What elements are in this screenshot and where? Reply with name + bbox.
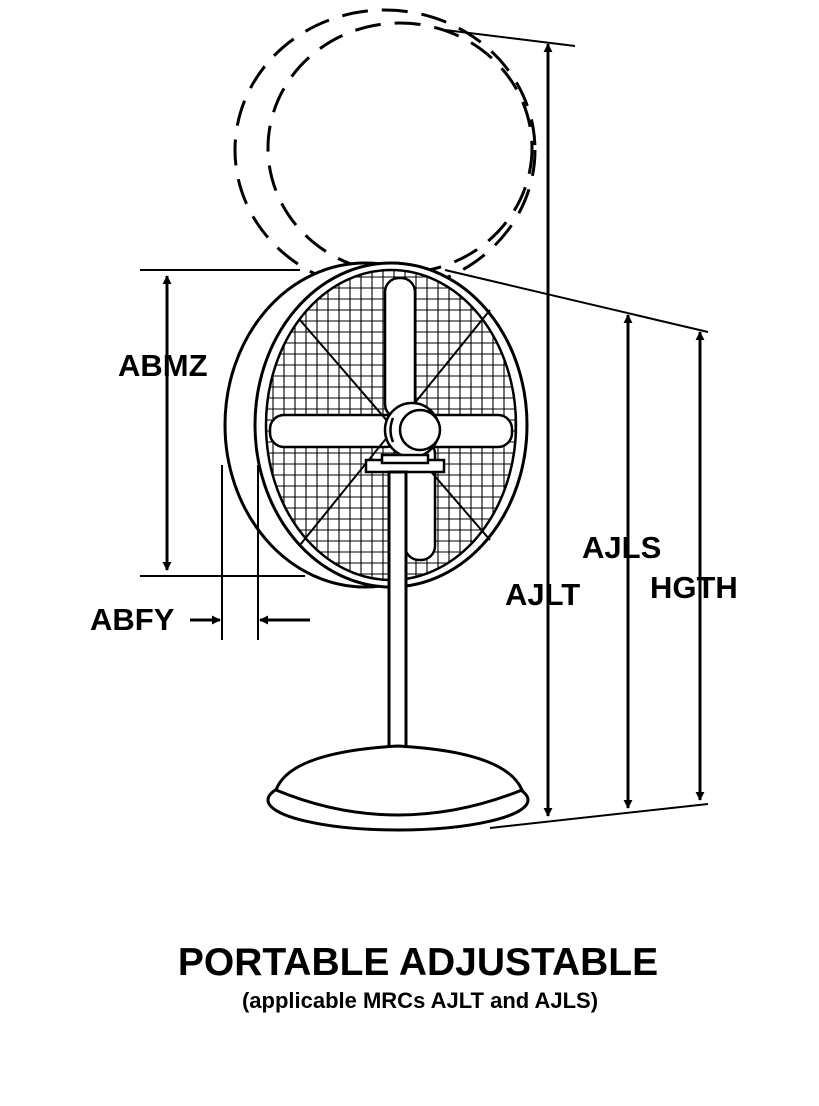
- abmz-label: ABMZ: [118, 348, 208, 383]
- raised-fan-outline: [233, 8, 537, 292]
- ajlt-label: AJLT: [505, 577, 580, 612]
- dimension-arrows: [162, 43, 705, 817]
- abfy-label: ABFY: [90, 602, 175, 637]
- diagram-title: PORTABLE ADJUSTABLE: [178, 941, 658, 984]
- diagram-subtitle: (applicable MRCs AJLT and AJLS): [242, 988, 598, 1013]
- ajls-label: AJLS: [582, 530, 661, 565]
- stand-base: [266, 744, 530, 832]
- extension-lines: [140, 29, 709, 829]
- fan-blades: [268, 276, 514, 562]
- hgth-label: HGTH: [650, 570, 738, 605]
- mount-bracket: [364, 453, 446, 474]
- stand-pole: [387, 470, 408, 766]
- motor-hub: [383, 401, 442, 459]
